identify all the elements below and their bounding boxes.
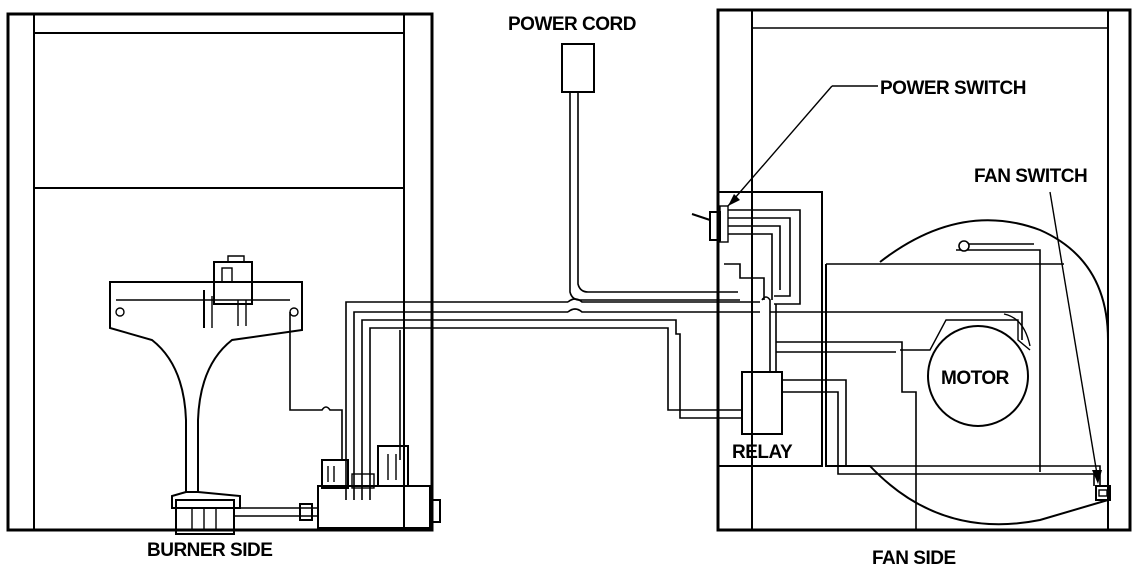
relay: RELAY: [732, 371, 793, 463]
motor-label: MOTOR: [941, 368, 1010, 389]
main-harness: [345, 298, 760, 500]
blower-housing: [825, 219, 1109, 526]
thermocouple-wire: [289, 312, 343, 460]
pilot-assembly: [203, 255, 253, 328]
gas-valve: [317, 445, 441, 529]
burner-side-cabinet: [6, 12, 434, 532]
fan-side-label: FAN SIDE: [872, 548, 956, 569]
burner-funnel: [109, 281, 303, 535]
power-switch-label: POWER SWITCH: [880, 78, 1026, 99]
fan-side-wiring: [724, 209, 1111, 530]
callout-leaders: [727, 85, 1102, 484]
fan-switch-label: FAN SWITCH: [974, 166, 1087, 187]
relay-label: RELAY: [732, 442, 793, 463]
power-switch: [691, 205, 729, 243]
gas-pipe: [234, 503, 318, 521]
motor: MOTOR: [900, 313, 1031, 427]
power-cord-label: POWER CORD: [508, 14, 636, 35]
power-cord: POWER CORD: [508, 14, 740, 301]
control-box: [718, 191, 823, 467]
burner-side-label: BURNER SIDE: [147, 540, 272, 561]
